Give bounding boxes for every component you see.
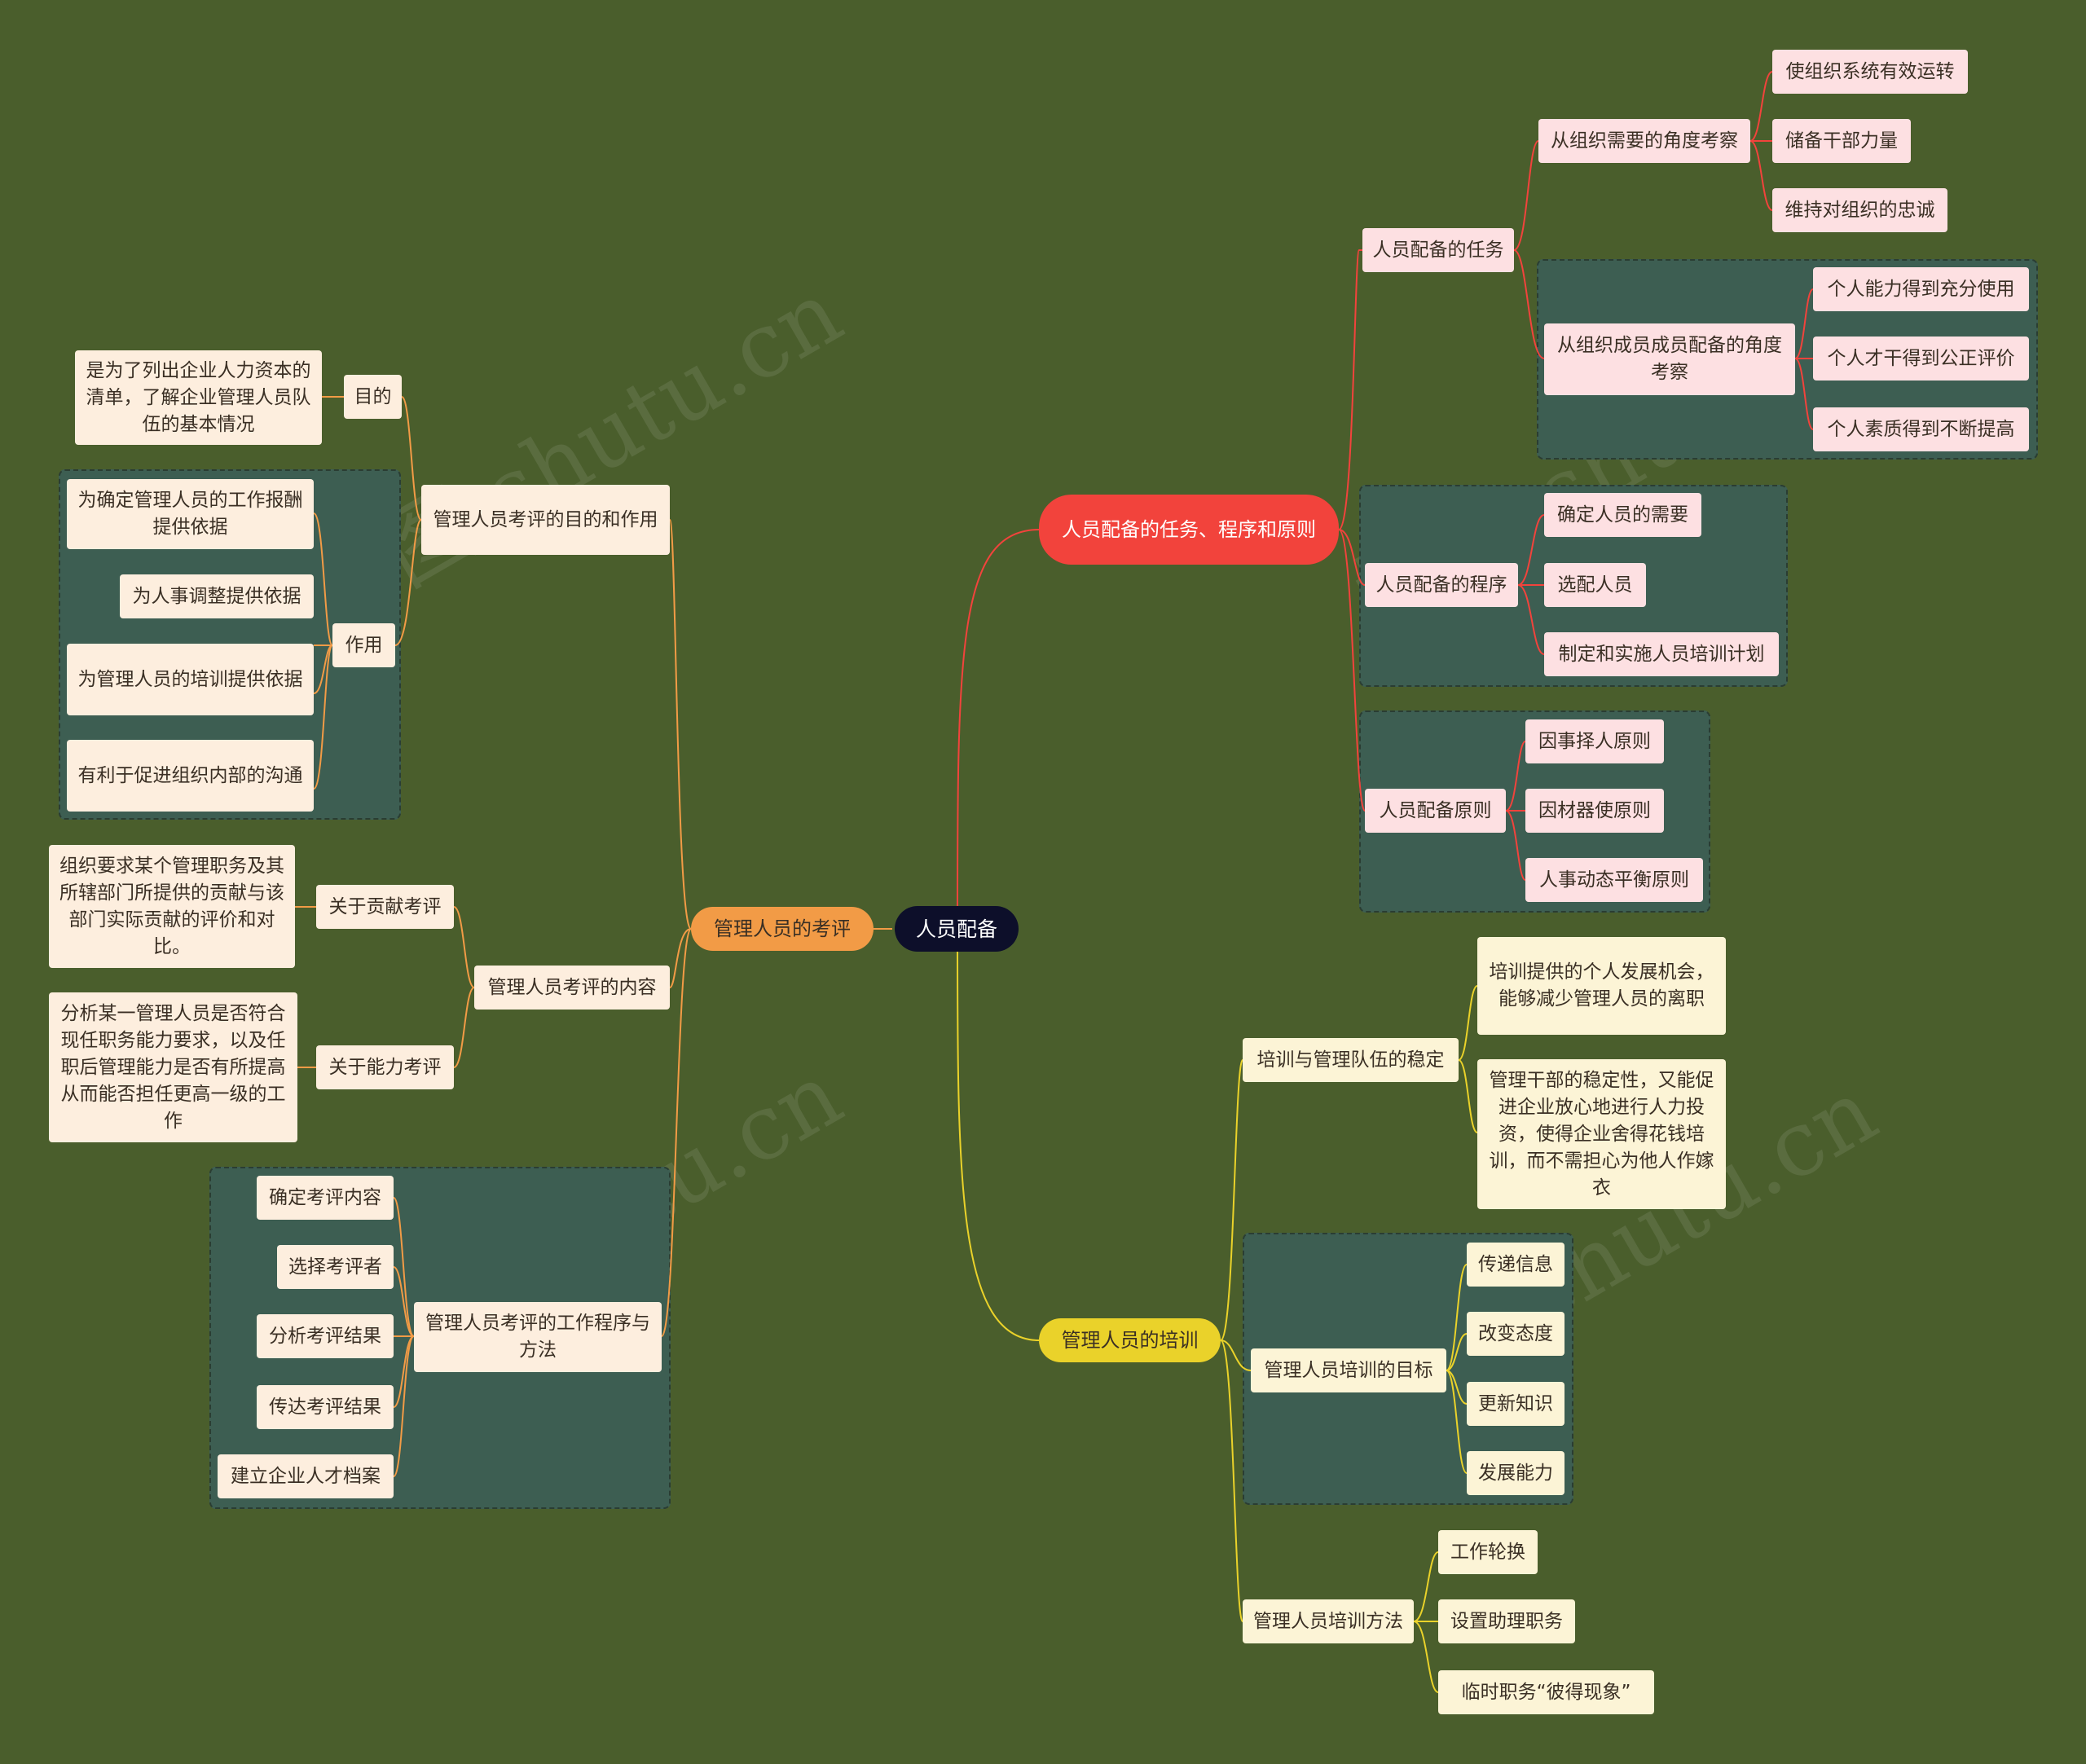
leaf-member-view-1[interactable]: 个人能力得到充分使用 — [1813, 267, 2029, 311]
branch-training[interactable]: 管理人员的培训 — [1039, 1318, 1221, 1362]
leaf-stability-2: 管理干部的稳定性，又能促进企业放心地进行人力投资，使得企业舍得花钱培训，而不需担… — [1477, 1059, 1726, 1209]
leaf-role-4[interactable]: 有利于促进组织内部的沟通 — [67, 740, 314, 812]
leaf-org-need-3[interactable]: 维持对组织的忠诚 — [1772, 188, 1947, 232]
leaf-methods-3[interactable]: 临时职务“彼得现象” — [1438, 1670, 1654, 1714]
leaf-goals-3[interactable]: 更新知识 — [1467, 1382, 1564, 1426]
node-role[interactable]: 作用 — [332, 623, 395, 667]
leaf-principles-2[interactable]: 因材器使原则 — [1525, 789, 1664, 833]
node-contribution[interactable]: 关于贡献考评 — [316, 885, 454, 929]
leaf-goals-2[interactable]: 改变态度 — [1467, 1312, 1564, 1356]
node-training-stability[interactable]: 培训与管理队伍的稳定 — [1243, 1038, 1459, 1082]
leaf-procedure-3[interactable]: 制定和实施人员培训计划 — [1544, 632, 1779, 676]
leaf-procedure-2[interactable]: 选配人员 — [1544, 563, 1646, 607]
leaf-stability-1: 培训提供的个人发展机会，能够减少管理人员的离职 — [1477, 937, 1726, 1035]
node-org-need[interactable]: 从组织需要的角度考察 — [1538, 119, 1750, 163]
leaf-goals-4[interactable]: 发展能力 — [1467, 1451, 1564, 1495]
leaf-member-view-3[interactable]: 个人素质得到不断提高 — [1813, 407, 2029, 451]
leaf-process-1[interactable]: 确定考评内容 — [257, 1176, 394, 1220]
node-principles[interactable]: 人员配备原则 — [1365, 789, 1506, 833]
leaf-goal-detail: 是为了列出企业人力资本的清单，了解企业管理人员队伍的基本情况 — [75, 350, 322, 445]
leaf-goals-1[interactable]: 传递信息 — [1467, 1243, 1564, 1287]
node-training-methods[interactable]: 管理人员培训方法 — [1243, 1599, 1414, 1643]
leaf-ability-detail: 分析某一管理人员是否符合现任职务能力要求，以及任职后管理能力是否有所提高从而能否… — [49, 992, 297, 1142]
leaf-process-4[interactable]: 传达考评结果 — [257, 1385, 394, 1429]
leaf-role-1[interactable]: 为确定管理人员的工作报酬提供依据 — [67, 479, 314, 549]
node-ability[interactable]: 关于能力考评 — [316, 1045, 454, 1089]
node-training-goals[interactable]: 管理人员培训的目标 — [1251, 1348, 1446, 1392]
node-appraisal-process[interactable]: 管理人员考评的工作程序与方法 — [414, 1302, 662, 1372]
leaf-process-5[interactable]: 建立企业人才档案 — [218, 1454, 394, 1498]
leaf-procedure-1[interactable]: 确定人员的需要 — [1544, 493, 1701, 537]
leaf-org-need-1[interactable]: 使组织系统有效运转 — [1772, 50, 1968, 94]
leaf-process-2[interactable]: 选择考评者 — [277, 1245, 394, 1289]
leaf-principles-1[interactable]: 因事择人原则 — [1525, 719, 1664, 763]
leaf-role-3[interactable]: 为管理人员的培训提供依据 — [67, 644, 314, 715]
node-appraisal-content[interactable]: 管理人员考评的内容 — [474, 966, 670, 1010]
root-node[interactable]: 人员配备 — [895, 906, 1019, 952]
node-staffing-tasks[interactable]: 人员配备的任务 — [1362, 228, 1514, 272]
leaf-contribution-detail: 组织要求某个管理职务及其所辖部门所提供的贡献与该部门实际贡献的评价和对比。 — [49, 845, 295, 968]
branch-staffing[interactable]: 人员配备的任务、程序和原则 — [1039, 495, 1339, 565]
branch-appraisal[interactable]: 管理人员的考评 — [691, 907, 874, 951]
leaf-role-2[interactable]: 为人事调整提供依据 — [120, 574, 314, 618]
leaf-principles-3[interactable]: 人事动态平衡原则 — [1525, 858, 1703, 902]
node-member-view[interactable]: 从组织成员成员配备的角度考察 — [1544, 323, 1795, 395]
leaf-member-view-2[interactable]: 个人才干得到公正评价 — [1813, 337, 2029, 381]
node-appraisal-purpose[interactable]: 管理人员考评的目的和作用 — [421, 485, 670, 555]
leaf-methods-1[interactable]: 工作轮换 — [1438, 1530, 1538, 1574]
leaf-process-3[interactable]: 分析考评结果 — [257, 1314, 394, 1358]
node-goal[interactable]: 目的 — [344, 375, 402, 419]
leaf-org-need-2[interactable]: 储备干部力量 — [1772, 119, 1911, 163]
node-procedure[interactable]: 人员配备的程序 — [1365, 563, 1518, 607]
leaf-methods-2[interactable]: 设置助理职务 — [1438, 1599, 1575, 1643]
